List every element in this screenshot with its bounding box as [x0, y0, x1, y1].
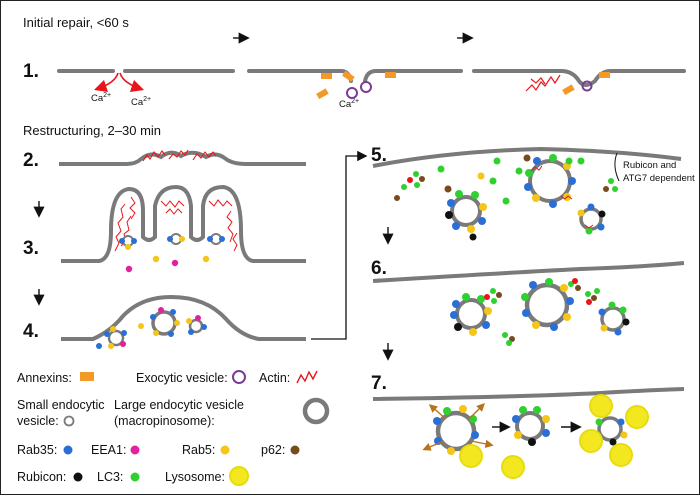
step-2-label: 2. [23, 150, 39, 171]
legend-lysosome-label: Lysosome: [165, 470, 225, 484]
calcium-ion-labels: Ca2+ Ca2+ Ca2+ [91, 92, 359, 110]
lysosomes-step7 [459, 394, 649, 479]
legend-actin-swatch [296, 370, 318, 384]
step-1-label: 1. [23, 61, 39, 82]
legend-lc3-label: LC3: [97, 470, 123, 484]
legend-rab35-swatch [63, 445, 73, 455]
actin-step1 [525, 74, 561, 92]
lc3-p62-clusters-step5 [394, 171, 425, 201]
legend-large-endocytic-line2: (macropinosome): [114, 414, 215, 428]
legend-rab35-label: Rab35: [17, 443, 57, 457]
actin-step5 [530, 165, 594, 229]
lc3-p62-clusters-step6 [484, 278, 600, 346]
step-6-label: 6. [371, 258, 387, 279]
step5-vesicles [437, 154, 618, 241]
legend: Annexins: Exocytic vesicle: Actin: Small… [17, 370, 330, 486]
actin-step7 [422, 403, 494, 451]
step4-vesicles [96, 307, 207, 349]
step-4-membrane [61, 294, 306, 341]
legend-exocytic-swatch [232, 370, 246, 384]
step-5-label: 5. [371, 145, 387, 166]
legend-annexin-swatch [80, 372, 94, 381]
legend-lysosome-swatch [229, 466, 249, 486]
legend-large-endocytic-line1: Large endocytic vesicle [114, 398, 244, 412]
legend-annexins-label: Annexins: [17, 371, 72, 385]
svg-text:Ca2+: Ca2+ [131, 96, 151, 108]
legend-lc3-swatch [130, 472, 140, 482]
legend-small-endocytic-line1: Small endocytic [17, 398, 105, 412]
legend-large-vesicle-swatch [302, 397, 330, 425]
step3-vesicles [119, 233, 225, 273]
annexin-marks [316, 70, 610, 100]
legend-exocytic-label: Exocytic vesicle: [136, 371, 228, 385]
step6-vesicles [450, 278, 630, 336]
connector-4-to-5 [311, 150, 368, 340]
step-6-membrane [372, 261, 685, 283]
header-restructuring: Restructuring, 2–30 min [23, 123, 161, 138]
legend-eea1-label: EEA1: [91, 443, 126, 457]
legend-small-endocytic-line2: vesicle: [17, 414, 59, 428]
legend-eea1-swatch [130, 445, 140, 455]
step-7-membrane [372, 387, 685, 401]
step-3-label: 3. [23, 238, 39, 259]
svg-text:Ca2+: Ca2+ [91, 92, 111, 104]
actin-step2 [142, 149, 217, 162]
exocytic-vesicles-step1 [346, 80, 593, 99]
calcium-influx-arrows [93, 72, 145, 93]
legend-p62-label: p62: [261, 443, 285, 457]
legend-small-vesicle-swatch [63, 415, 75, 427]
header-initial-repair: Initial repair, <60 s [23, 15, 129, 30]
legend-actin-label: Actin: [259, 371, 290, 385]
svg-text:Ca2+: Ca2+ [339, 98, 359, 110]
step-2-membrane [59, 150, 306, 166]
legend-rubicon-label: Rubicon: [17, 470, 66, 484]
step-3-ruffle-membrane [61, 184, 306, 263]
step-4-label: 4. [23, 321, 39, 342]
legend-rubicon-swatch [73, 472, 83, 482]
step7-vesicles [433, 405, 628, 455]
annotation-line-1: Rubicon and [623, 160, 676, 171]
step-7-label: 7. [371, 373, 387, 394]
legend-p62-swatch [290, 445, 300, 455]
legend-rab5-swatch [220, 445, 230, 455]
step-5-membrane [372, 146, 682, 168]
legend-rab5-label: Rab5: [182, 443, 215, 457]
annotation-line-2: ATG7 dependent [623, 173, 695, 184]
annotation-bracket [614, 152, 620, 182]
